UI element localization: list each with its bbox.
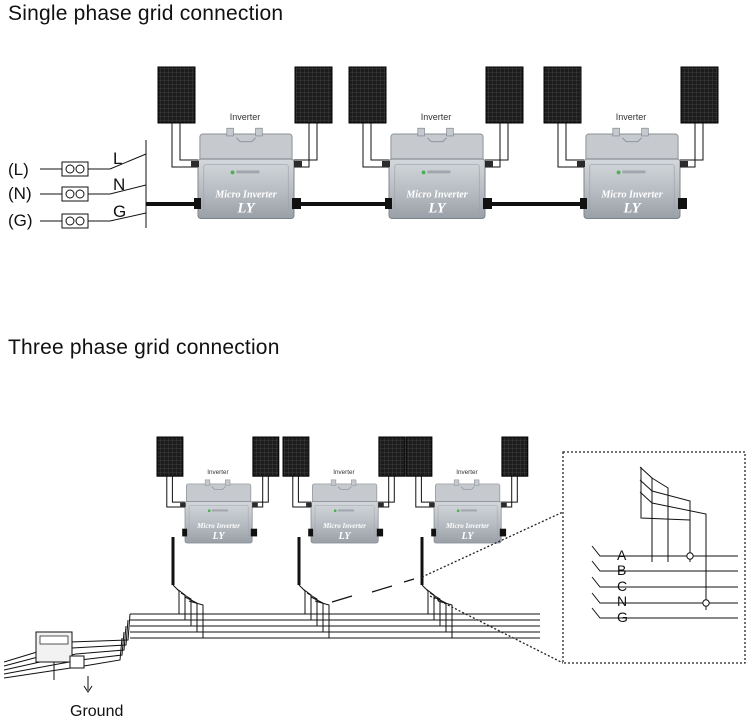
- three-phase-inverter-model-2: LY: [338, 531, 352, 542]
- single-phase-inverter-label-2: Inverter: [421, 112, 452, 122]
- single-phase-inverter-model-3: LY: [622, 201, 641, 217]
- three-phase-solar-panel-right-2: [378, 436, 406, 477]
- three-phase-inverter-label-1: Inverter: [207, 469, 228, 476]
- three-phase-solar-panel-right-1: [252, 436, 280, 477]
- bus-label-g: G: [617, 609, 628, 625]
- three-phase-drop-cable-2: [297, 537, 330, 638]
- three-phase-solar-panel-left-3: [405, 436, 433, 477]
- line-label-g: G: [113, 202, 126, 221]
- three-phase-title: Three phase grid connection: [8, 336, 280, 359]
- three-phase-inverter-model-1: LY: [212, 531, 226, 542]
- single-phase-dc-leads-2: [362, 123, 509, 168]
- line-label-n: N: [113, 175, 125, 194]
- single-phase-inverter-brand-2: Micro Inverter: [405, 189, 467, 200]
- three-phase-inverter-brand-3: Micro Inverter: [445, 522, 489, 530]
- terminal-label-g: (G): [8, 211, 33, 230]
- three-phase-solar-panel-right-3: [501, 436, 529, 477]
- single-phase-solar-panel-left-2: [348, 66, 387, 124]
- ground-label: Ground: [70, 703, 123, 719]
- single-phase-inverter-model-1: LY: [236, 201, 255, 217]
- single-phase-inverter-label-1: Inverter: [230, 112, 261, 122]
- single-phase-inverter-brand-3: Micro Inverter: [600, 189, 662, 200]
- single-phase-solar-panel-right-3: [680, 66, 719, 124]
- three-phase-inverter-model-3: LY: [461, 531, 475, 542]
- terminal-block-n: [40, 186, 110, 202]
- three-phase-inverter-brand-1: Micro Inverter: [196, 522, 240, 530]
- three-phase-solar-panel-left-1: [156, 436, 184, 477]
- bus-label-c: C: [617, 578, 627, 594]
- terminal-label-n: (N): [8, 184, 32, 203]
- three-phase-inverter-label-2: Inverter: [333, 469, 354, 476]
- terminal-block-l: [40, 161, 110, 177]
- three-phase-solar-panel-left-2: [282, 436, 310, 477]
- line-label-l: L: [113, 149, 122, 168]
- single-phase-title: Single phase grid connection: [8, 2, 284, 25]
- bus-label-a: A: [617, 547, 627, 563]
- single-phase-inverter-label-3: Inverter: [616, 112, 647, 122]
- single-phase-solar-panel-right-1: [294, 66, 333, 124]
- bus-label-n: N: [617, 593, 627, 609]
- single-phase-solar-panel-left-3: [543, 66, 582, 124]
- terminal-label-l: (L): [8, 160, 29, 179]
- single-phase-section: (L) (N) (G): [8, 66, 719, 230]
- three-phase-inverter-brand-2: Micro Inverter: [322, 522, 366, 530]
- single-phase-solar-panel-right-2: [485, 66, 524, 124]
- terminal-block-g: [40, 213, 110, 229]
- callout-leaders: [421, 511, 564, 664]
- three-phase-drop-cable-3: [420, 537, 453, 638]
- single-phase-solar-panel-left-1: [157, 66, 196, 124]
- three-phase-bus: [3, 613, 540, 693]
- three-phase-drop-cable-1: [171, 537, 204, 638]
- callout-dashes: [331, 578, 415, 603]
- three-phase-inverter-label-3: Inverter: [456, 469, 477, 476]
- three-phase-dc-leads-2: [292, 476, 395, 508]
- single-phase-inverter-model-2: LY: [427, 201, 446, 217]
- phase-detail-box: A B C N G: [562, 451, 746, 664]
- bus-label-b: B: [617, 562, 626, 578]
- single-phase-inverter-brand-1: Micro Inverter: [214, 189, 276, 200]
- grid-terminals: (L) (N) (G): [8, 140, 147, 230]
